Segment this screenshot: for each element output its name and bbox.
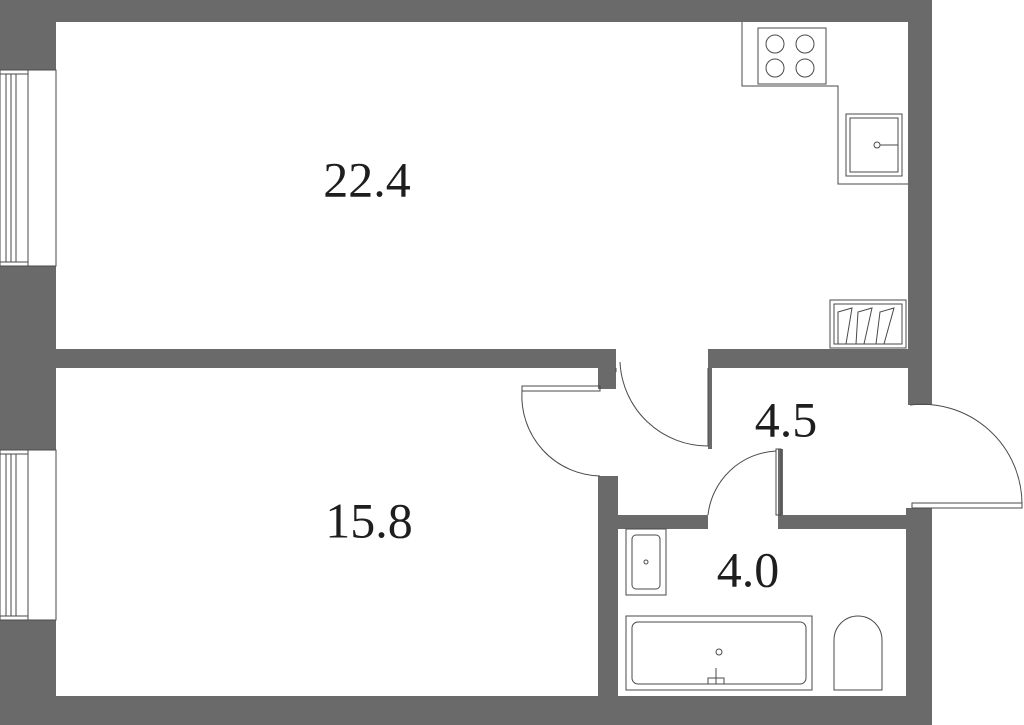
door-entrance	[909, 403, 1023, 509]
radiator-icon	[829, 299, 907, 349]
door-bedroom	[521, 385, 601, 477]
window-living	[0, 69, 57, 267]
room-area-hallway: 4.5	[755, 391, 818, 447]
partition-bedroom-bath	[598, 476, 618, 725]
stove-icon	[765, 34, 815, 78]
room-area-bedroom: 15.8	[325, 492, 413, 548]
outer-wall-right-upper	[908, 0, 932, 405]
outer-wall-bottom	[0, 696, 932, 725]
outer-wall-top	[0, 0, 932, 22]
outer-wall-right-lower	[906, 508, 932, 725]
room-area-living: 22.4	[323, 151, 411, 207]
door-bathroom	[707, 448, 782, 516]
bath-wall-top-right	[783, 515, 932, 529]
bath-wall-top-left	[598, 515, 708, 529]
kitchen-counter	[741, 22, 908, 185]
partition-living-hall	[708, 349, 932, 368]
window-bedroom	[0, 449, 57, 621]
washbasin-icon	[625, 528, 667, 596]
door-jamb-bedroom	[598, 349, 616, 389]
door-jamb-hall	[708, 349, 712, 449]
toilet-icon	[833, 615, 883, 691]
door-living	[615, 361, 709, 447]
partition-living-bedroom	[0, 349, 616, 368]
bathtub-icon	[625, 615, 813, 691]
room-area-bathroom: 4.0	[717, 541, 780, 597]
sink-icon	[845, 113, 903, 177]
